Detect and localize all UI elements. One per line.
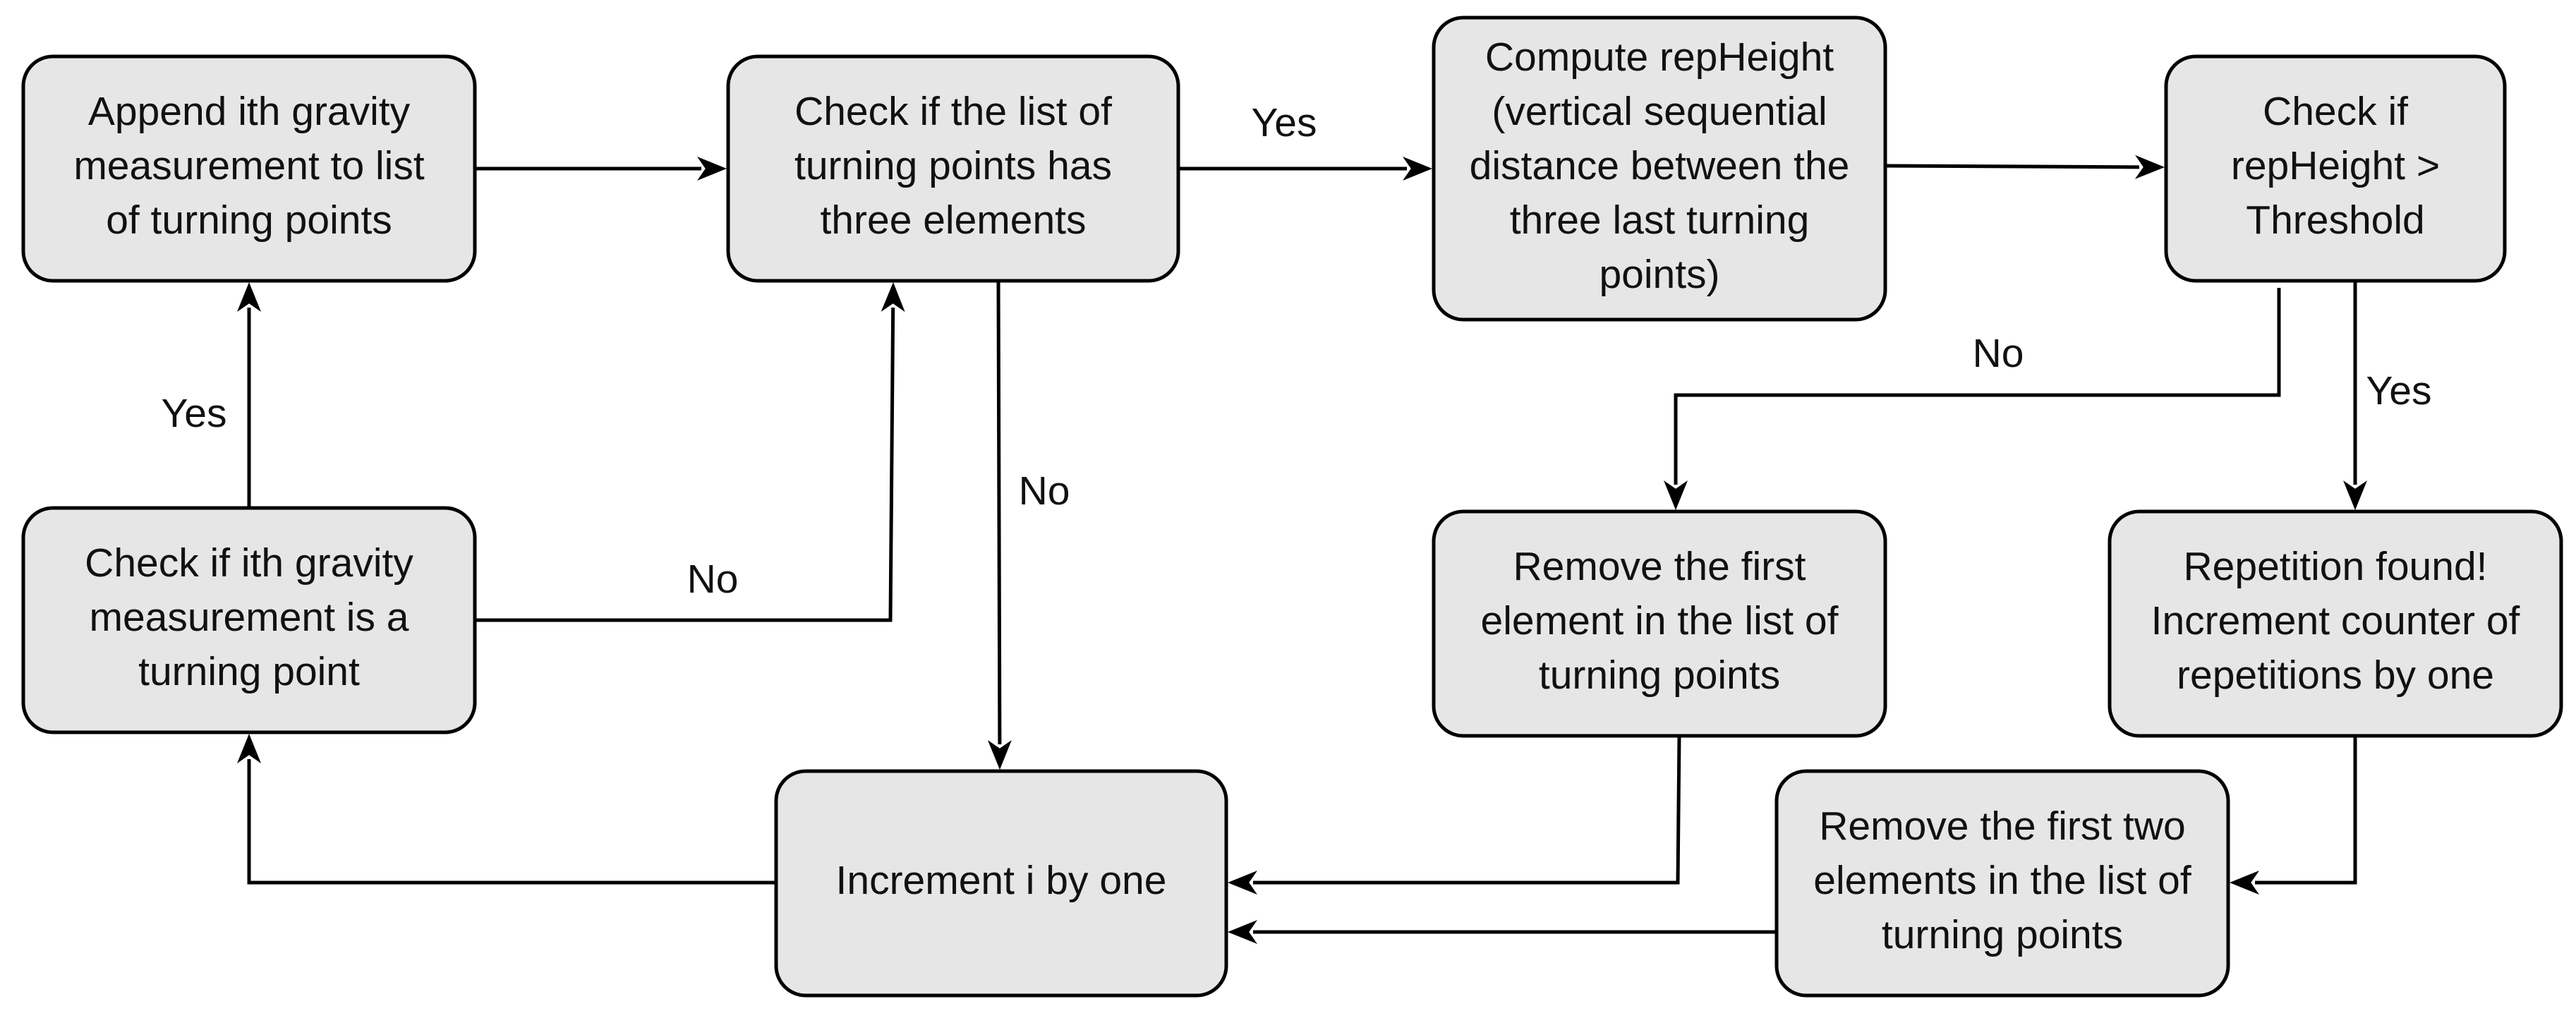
node-text-line: repHeight > bbox=[2231, 143, 2440, 188]
edge-check-threshold-to-repetition bbox=[2343, 281, 2367, 510]
node-text-line: measurement is a bbox=[89, 595, 409, 640]
edge-remove-two-to-increment bbox=[1228, 920, 1777, 944]
connector-line bbox=[1253, 735, 1681, 885]
node-text-line: turning points has bbox=[794, 143, 1112, 188]
node-check-three: Check if the list of turning points has th… bbox=[726, 54, 1180, 283]
arrow-head bbox=[697, 157, 727, 181]
edge-check-threshold-to-remove-first bbox=[1664, 288, 2281, 510]
arrow-head bbox=[1403, 157, 1432, 181]
arrow-head bbox=[987, 739, 1012, 770]
node-text-line: elements in the list of bbox=[1813, 858, 2191, 903]
edge-append-to-check-three bbox=[475, 157, 727, 181]
edge-increment-to-check-turning bbox=[237, 734, 776, 885]
node-box bbox=[1432, 509, 1887, 738]
node-remove-two: Remove the first two elements in the list… bbox=[1774, 769, 2230, 998]
node-text-line: (vertical sequential bbox=[1492, 89, 1827, 134]
node-text-line: Increment i by one bbox=[836, 858, 1167, 903]
node-text-line: three elements bbox=[820, 198, 1086, 243]
node-remove-first: Remove the first element in the list of tu… bbox=[1432, 509, 1887, 738]
node-compute: Compute repHeight (vertical sequential dis… bbox=[1432, 16, 1887, 322]
node-text-line: turning point bbox=[138, 649, 360, 694]
arrow-head bbox=[237, 734, 261, 763]
node-text-line: turning points bbox=[1882, 912, 2123, 957]
connector-line bbox=[996, 280, 1002, 745]
connector-line bbox=[1674, 288, 2281, 485]
edge-remove-first-to-increment bbox=[1228, 735, 1681, 895]
arrow-head bbox=[1228, 871, 1257, 895]
arrow-head bbox=[237, 282, 261, 312]
node-text-line: repetitions by one bbox=[2177, 653, 2494, 698]
edge-check-three-to-compute bbox=[1178, 157, 1432, 181]
edge-label-check-turning-to-append: Yes bbox=[162, 391, 227, 436]
node-check-turning: Check if ith gravity measurement is a turn… bbox=[21, 506, 477, 734]
node-text-line: Check if ith gravity bbox=[85, 540, 413, 586]
arrow-head bbox=[1228, 920, 1257, 944]
node-text-line: distance between the bbox=[1470, 143, 1850, 188]
edge-label-check-threshold-to-repetition: Yes bbox=[2366, 368, 2432, 413]
node-box bbox=[2108, 509, 2563, 738]
node-text-line: measurement to list bbox=[73, 143, 425, 188]
node-box bbox=[1432, 16, 1887, 322]
node-repetition: Repetition found! Increment counter of rep… bbox=[2108, 509, 2563, 738]
node-box bbox=[726, 54, 1180, 283]
arrow-head bbox=[881, 282, 905, 313]
node-text-line: Check if the list of bbox=[794, 89, 1112, 134]
nodes-layer: Append ith gravity measurement to list of … bbox=[21, 16, 2563, 998]
node-text-line: Repetition found! bbox=[2184, 544, 2488, 589]
connector-line bbox=[247, 759, 776, 885]
node-text-line: element in the list of bbox=[1481, 598, 1839, 643]
node-text-line: Check if bbox=[2263, 89, 2408, 134]
node-append: Append ith gravity measurement to list of … bbox=[21, 54, 477, 283]
edge-label-check-turning-to-check-three: No bbox=[687, 557, 739, 602]
node-text-line: turning points bbox=[1539, 653, 1780, 698]
edge-check-turning-to-append bbox=[237, 282, 261, 508]
node-text-line: points) bbox=[1599, 252, 1719, 297]
node-box bbox=[2164, 54, 2507, 283]
node-text-line: of turning points bbox=[106, 198, 392, 243]
node-text-line: three last turning bbox=[1510, 198, 1810, 243]
node-text-line: Threshold bbox=[2246, 198, 2424, 243]
arrow-head bbox=[2343, 480, 2367, 510]
node-text-line: Append ith gravity bbox=[88, 89, 411, 134]
node-box bbox=[21, 54, 477, 283]
node-box bbox=[1774, 769, 2230, 998]
node-text-line: Compute repHeight bbox=[1485, 35, 1834, 80]
connector-line bbox=[475, 307, 895, 622]
node-check-threshold: Check if repHeight > Threshold bbox=[2164, 54, 2507, 283]
connector-line bbox=[1885, 164, 2140, 169]
edge-compute-to-check-threshold bbox=[1885, 155, 2165, 179]
edge-repetition-to-remove-two bbox=[2230, 736, 2357, 895]
edge-check-three-to-increment bbox=[987, 280, 1012, 770]
connector-line bbox=[2255, 736, 2357, 885]
node-box bbox=[21, 506, 477, 734]
edge-label-check-threshold-to-remove-first: No bbox=[1973, 331, 2024, 376]
edge-label-check-three-to-compute: Yes bbox=[1252, 100, 1317, 145]
arrow-head bbox=[2230, 871, 2259, 895]
arrow-head bbox=[2134, 155, 2165, 179]
edge-check-turning-to-check-three bbox=[475, 282, 905, 622]
edge-label-check-three-to-increment: No bbox=[1019, 468, 1070, 514]
node-box bbox=[774, 769, 1228, 998]
node-text-line: Remove the first bbox=[1513, 544, 1806, 589]
node-text-line: Remove the first two bbox=[1819, 804, 2186, 849]
node-increment: Increment i by one bbox=[774, 769, 1228, 998]
arrow-head bbox=[1664, 480, 1688, 510]
node-text-line: Increment counter of bbox=[2151, 598, 2520, 643]
edges-layer bbox=[237, 155, 2367, 944]
